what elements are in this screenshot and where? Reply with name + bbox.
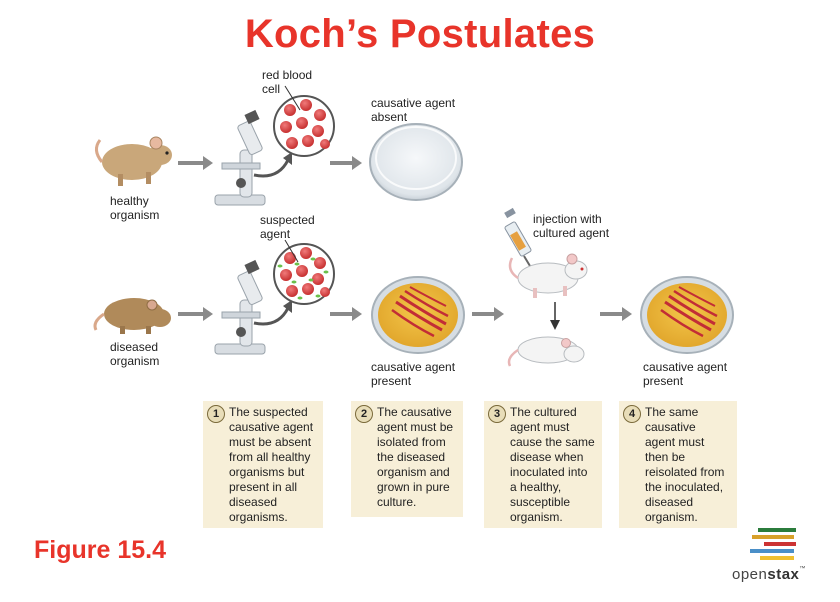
empty-petri-dish-icon (369, 123, 463, 201)
arrow-icon (178, 156, 213, 170)
brand-suffix: stax (767, 566, 800, 583)
openstax-logo-icon (750, 528, 796, 560)
culture-petri-dish-icon (640, 276, 734, 354)
sick-white-mouse-icon (507, 336, 585, 367)
arrow-icon (330, 156, 362, 170)
openstax-brand: openstax™ (732, 566, 806, 583)
label-causative-agent-absent: causative agent absent (371, 96, 456, 124)
step-text: The suspected causative agent must be ab… (229, 405, 314, 524)
label-diseased-organism: diseased organism (110, 340, 160, 368)
brand-prefix: open (732, 566, 768, 583)
diseased-mouse-icon (93, 298, 171, 334)
culture-petri-dish-icon (371, 276, 465, 354)
red-blood-cell-magnified-icon (273, 95, 335, 157)
step-box-2: 2 The causative agent must be isolated f… (351, 401, 463, 517)
step-text: The same causative agent must then be re… (645, 405, 725, 524)
label-suspected-agent: suspected agent (260, 213, 315, 241)
label-healthy-organism: healthy organism (110, 194, 160, 222)
arrow-icon (600, 307, 632, 321)
arrow-icon (178, 307, 213, 321)
microscope-icon (214, 259, 266, 355)
suspected-agent-magnified-icon (273, 243, 335, 305)
step-box-4: 4 The same causative agent must then be … (619, 401, 737, 528)
label-causative-agent-present: causative agent present (371, 360, 456, 388)
step-box-1: 1 The suspected causative agent must be … (203, 401, 323, 528)
step-number: 3 (488, 405, 506, 423)
label-injection: injection with cultured agent (533, 212, 610, 240)
label-red-blood-cell: red blood cell (262, 68, 313, 96)
arrow-icon (472, 307, 504, 321)
step-text: The cultured agent must cause the same d… (510, 405, 595, 524)
step-number: 2 (355, 405, 373, 423)
healthy-mouse-icon (95, 136, 172, 186)
arrow-icon (330, 307, 362, 321)
brand-trademark: ™ (799, 566, 806, 572)
arrow-down-icon (550, 302, 560, 330)
step-text: The causative agent must be isolated fro… (377, 405, 454, 509)
step-number: 1 (207, 405, 225, 423)
diagram-title: Koch’s Postulates (244, 12, 596, 56)
label-causative-agent-present: causative agent present (643, 360, 728, 388)
step-box-3: 3 The cultured agent must cause the same… (484, 401, 602, 528)
figure-label: Figure 15.4 (34, 536, 166, 564)
white-mouse-icon (508, 253, 588, 298)
microscope-icon (214, 109, 266, 206)
step-number: 4 (623, 405, 641, 423)
